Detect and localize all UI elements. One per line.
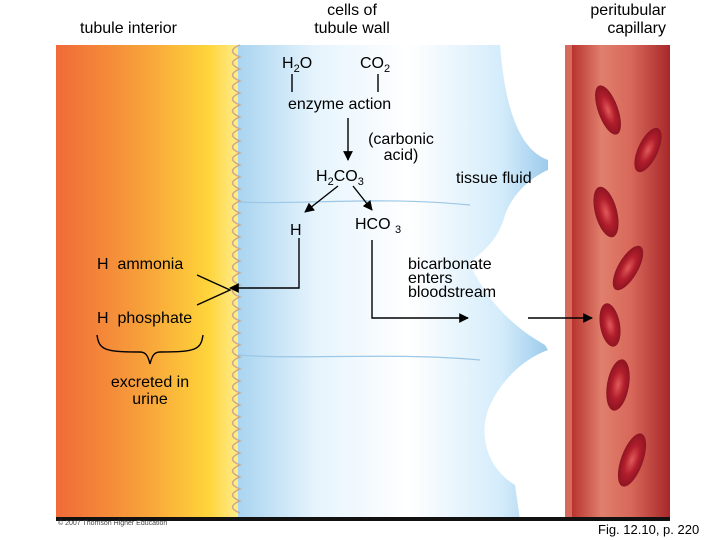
excreted-line2: urine (132, 391, 168, 408)
copyright-label: © 2007 Thomson Higher Education (58, 520, 168, 527)
red-blood-cell (599, 303, 621, 347)
carbonic-acid-label: (carbonic acid) (358, 132, 444, 164)
carbonic-acid-line1: (carbonic (368, 131, 434, 148)
carbonic-acid-line2: acid) (383, 147, 419, 164)
hco3-path (371, 240, 469, 323)
excreted-label: excreted in urine (98, 374, 202, 408)
tubule-wall-cells (238, 45, 548, 520)
brush-border (231, 44, 242, 514)
h2co3-label-sub1: 2 (327, 176, 334, 189)
bicarbonate-line2: enters (408, 270, 453, 287)
h-secretion-path (229, 238, 300, 293)
capillary-label-line1: peritubular (590, 2, 666, 19)
red-blood-cell (606, 359, 630, 411)
figure-reference: Fig. 12.10, p. 220 (598, 522, 700, 537)
reaction-arrows (96, 74, 593, 365)
excreted-line1: excreted in (110, 374, 190, 391)
h-ion-label: H (290, 222, 302, 239)
capillary-label-line2: capillary (607, 20, 666, 37)
red-blood-cell (612, 245, 644, 291)
bicarbonate-line1: bicarbonate (408, 256, 492, 273)
co2-label-main: CO (360, 55, 384, 72)
h2co3-label-a: H (316, 168, 328, 185)
arrow-to-h (304, 185, 339, 213)
tissue-fluid-label: tissue fluid (456, 170, 532, 187)
tubule-lumen (56, 45, 246, 520)
arrow-to-hco3 (352, 185, 373, 211)
capillary-outer-wall (565, 45, 575, 520)
red-blood-cell (593, 186, 619, 238)
h-ammonia-label: H ammonia (97, 256, 184, 273)
h2co3-label: H2CO3 (316, 168, 364, 188)
tubule-interior-label: tubule interior (80, 20, 177, 37)
water-label-main: H (282, 55, 294, 72)
hco3-label-main: HCO (355, 216, 391, 233)
hco3-label-sub: 3 (395, 224, 402, 237)
h2co3-label-b: CO (333, 168, 358, 185)
water-label: H2O (282, 55, 312, 75)
enzyme-action-label: enzyme action (288, 96, 392, 113)
red-blood-cell (595, 85, 621, 135)
hco3-label: HCO 3 (355, 216, 401, 236)
bicarbonate-line3: bloodstream (408, 284, 497, 301)
bottom-border (56, 517, 670, 521)
tubule-wall-label-line1: cells of (327, 2, 377, 19)
excreted-brace (96, 334, 204, 365)
red-blood-cells (593, 85, 662, 487)
capillary-label: peritubular capillary (556, 2, 666, 38)
red-blood-cell (617, 433, 647, 487)
tubule-wall-label: cells of tubule wall (300, 2, 404, 38)
tubule-wall-label-line2: tubule wall (314, 20, 390, 37)
cell-boundary-upper (237, 200, 471, 206)
h-phosphate-label: H phosphate (97, 310, 193, 327)
co2-label: CO2 (360, 55, 390, 75)
h2co3-label-sub2: 3 (357, 176, 364, 189)
cell-boundary-lower (237, 354, 481, 361)
bicarbonate-label: bicarbonate enters bloodstream (408, 256, 497, 301)
co2-label-sub: 2 (384, 63, 391, 76)
water-label-sub: 2 (293, 63, 300, 76)
water-label-tail: O (299, 55, 313, 72)
red-blood-cell (634, 127, 662, 173)
h-binding-lines (196, 274, 232, 306)
